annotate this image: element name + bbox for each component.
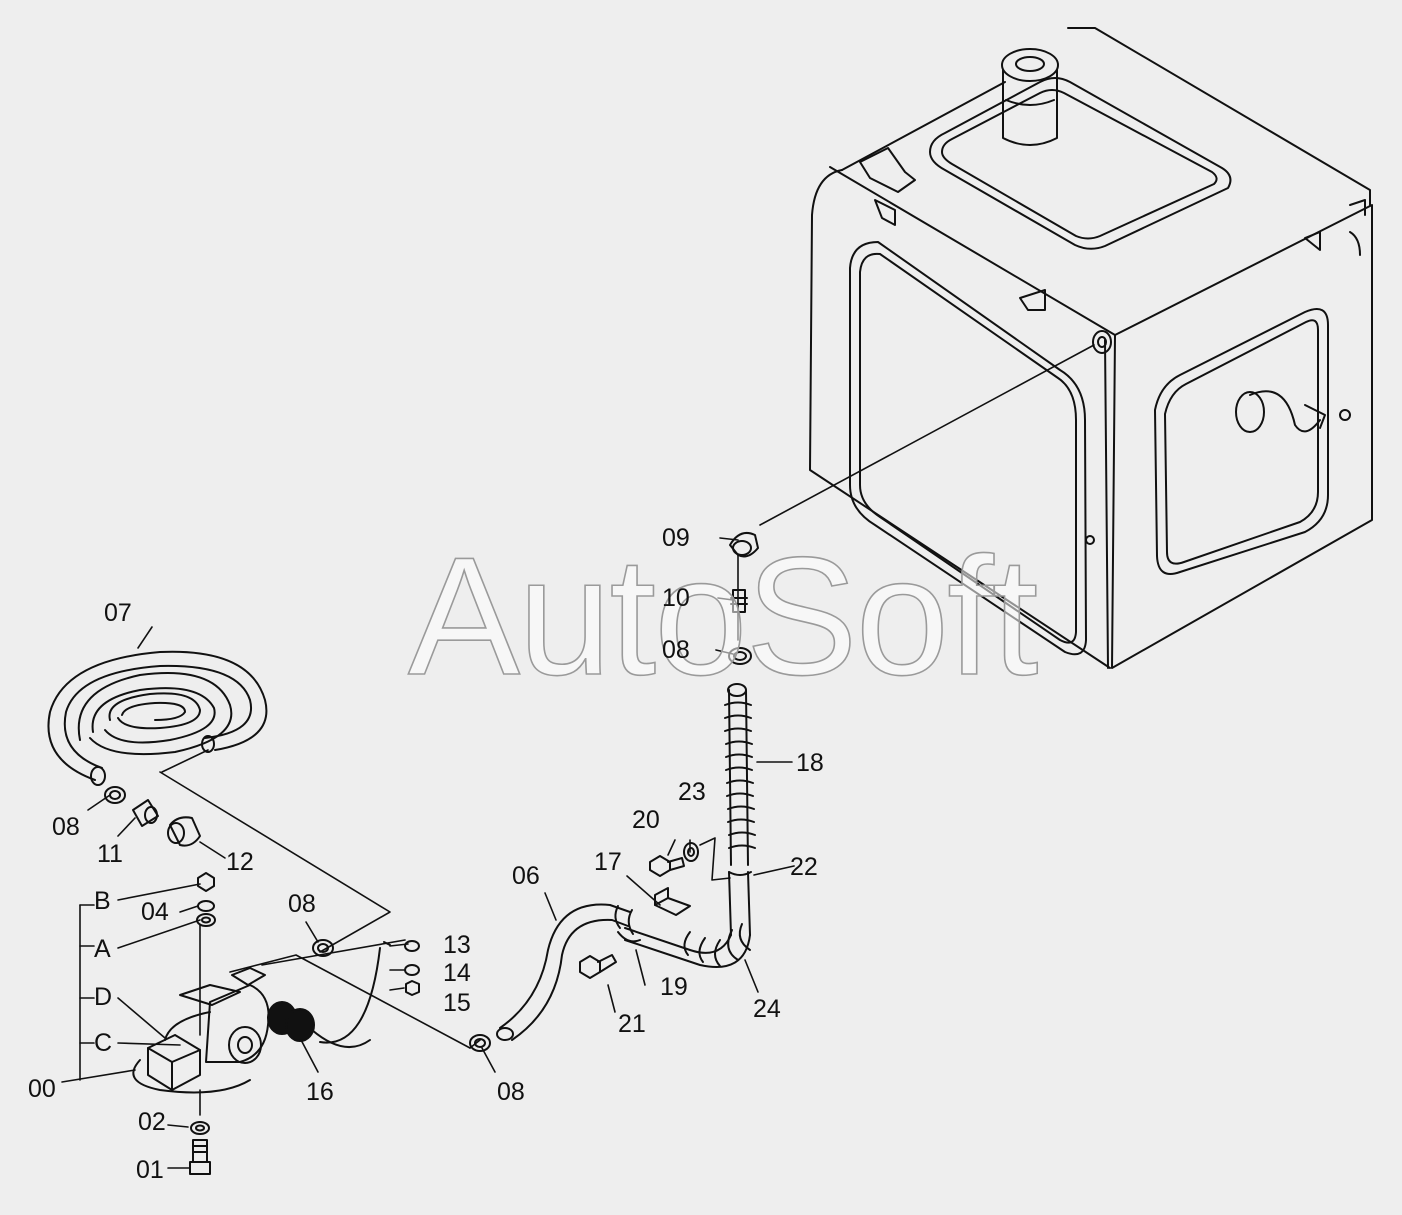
callout-08-top: 08 bbox=[662, 636, 690, 664]
callout-09: 09 bbox=[662, 524, 690, 552]
callout-19: 19 bbox=[660, 973, 688, 1001]
tank-drawing bbox=[809, 27, 1373, 669]
callout-D: D bbox=[94, 983, 113, 1011]
callout-02: 02 bbox=[138, 1108, 166, 1136]
callout-17: 17 bbox=[594, 848, 622, 876]
callout-13: 13 bbox=[443, 931, 471, 959]
callout-A: A bbox=[94, 935, 111, 963]
callout-01: 01 bbox=[136, 1156, 164, 1184]
callout-B: B bbox=[94, 887, 111, 915]
callout-06: 06 bbox=[512, 862, 540, 890]
callout-08-left: 08 bbox=[52, 813, 80, 841]
callout-07: 07 bbox=[104, 599, 132, 627]
callout-10: 10 bbox=[662, 584, 690, 612]
callout-11: 11 bbox=[97, 840, 123, 868]
callout-C: C bbox=[94, 1029, 113, 1057]
watermark: AutoSoft bbox=[407, 522, 1039, 710]
callout-21: 21 bbox=[618, 1010, 646, 1038]
small-parts-drawing bbox=[104, 532, 759, 1175]
leader-lines bbox=[61, 344, 1095, 1169]
callout-22: 22 bbox=[790, 853, 818, 881]
callout-14: 14 bbox=[443, 959, 471, 987]
callout-04: 04 bbox=[141, 898, 169, 926]
callout-15: 15 bbox=[443, 989, 471, 1017]
hose-07-drawing bbox=[47, 650, 268, 786]
callout-18: 18 bbox=[796, 749, 824, 777]
callout-20: 20 bbox=[632, 806, 660, 834]
callout-00: 00 bbox=[28, 1075, 56, 1103]
callout-08-middle: 08 bbox=[288, 890, 316, 918]
callout-24: 24 bbox=[753, 995, 781, 1023]
callout-23: 23 bbox=[678, 778, 706, 806]
callout-12: 12 bbox=[226, 848, 254, 876]
return-hose-drawing bbox=[624, 683, 756, 968]
callout-08-bottom: 08 bbox=[497, 1078, 525, 1106]
callout-16: 16 bbox=[306, 1078, 334, 1106]
hose-06-drawing bbox=[496, 903, 634, 1041]
